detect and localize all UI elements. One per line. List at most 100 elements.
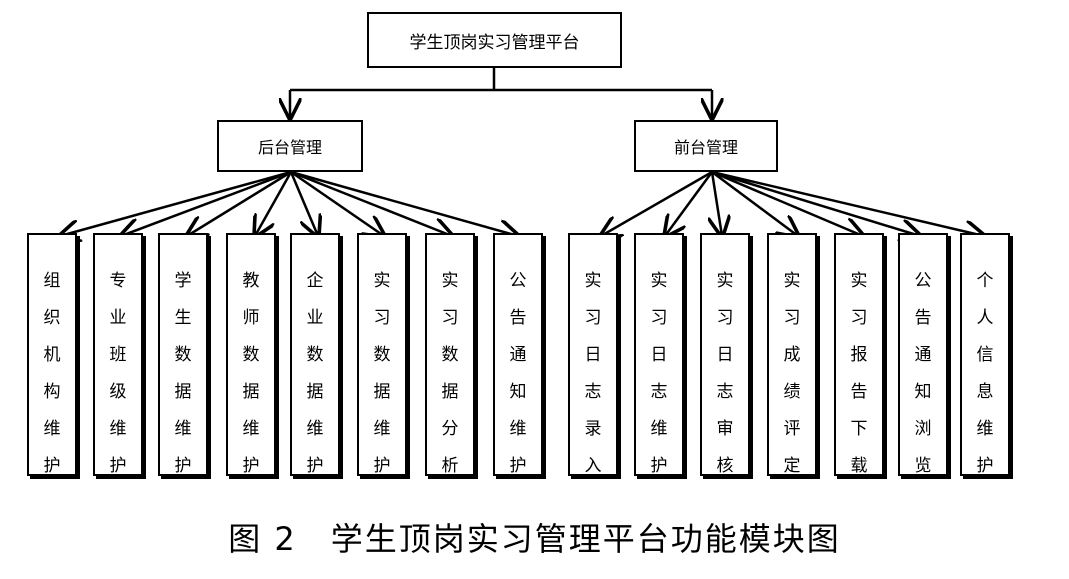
leaf-char: 习 bbox=[650, 308, 668, 328]
leaf-node: 实习数据分析 bbox=[425, 233, 475, 476]
leaf-char: 览 bbox=[914, 456, 932, 476]
connector-arrow bbox=[289, 171, 318, 236]
leaf-node: 教师数据维护 bbox=[226, 233, 276, 476]
leaf-char: 织 bbox=[43, 308, 61, 328]
leaf-node: 实习数据维护 bbox=[357, 233, 407, 476]
connector-arrow bbox=[290, 170, 384, 236]
leaf-char: 习 bbox=[783, 308, 801, 328]
leaf-char: 知 bbox=[914, 382, 932, 402]
leaf-node: 实习成绩评定 bbox=[767, 233, 817, 476]
connector-arrow bbox=[711, 170, 920, 236]
leaf-char: 析 bbox=[441, 456, 459, 476]
leaf-char: 数 bbox=[306, 345, 324, 365]
figure-caption: 图 2 学生顶岗实习管理平台功能模块图 bbox=[228, 520, 841, 558]
leaf-char: 实 bbox=[373, 271, 391, 291]
leaf-char: 知 bbox=[509, 382, 527, 402]
leaf-char: 载 bbox=[850, 456, 868, 476]
leaf-char: 教 bbox=[242, 271, 260, 291]
leaf-char: 习 bbox=[584, 308, 602, 328]
leaf-char: 护 bbox=[43, 456, 61, 476]
leaf-char: 护 bbox=[174, 456, 192, 476]
leaf-char: 日 bbox=[650, 345, 668, 365]
leaf-char: 公 bbox=[914, 271, 932, 291]
leaf-char: 护 bbox=[242, 456, 260, 476]
leaf-char: 企 bbox=[306, 271, 324, 291]
leaf-char: 据 bbox=[242, 382, 260, 402]
leaf-char: 人 bbox=[976, 308, 994, 328]
leaf-char: 机 bbox=[43, 345, 61, 365]
leaf-char: 报 bbox=[850, 345, 868, 365]
leaf-char: 业 bbox=[306, 308, 324, 328]
leaf-node: 企业数据维护 bbox=[290, 233, 340, 476]
leaf-node: 公告通知维护 bbox=[493, 233, 543, 476]
leaf-char: 日 bbox=[584, 345, 602, 365]
leaf-char: 实 bbox=[650, 271, 668, 291]
leaf-char: 分 bbox=[441, 419, 459, 439]
leaf-char: 据 bbox=[306, 382, 324, 402]
leaf-char: 告 bbox=[509, 308, 527, 328]
leaf-node: 实习日志录入 bbox=[568, 233, 618, 476]
leaf-char: 成 bbox=[783, 345, 801, 365]
leaf-char: 维 bbox=[43, 419, 61, 439]
branch-node-frontend: 前台管理 bbox=[634, 120, 778, 172]
leaf-char: 习 bbox=[441, 308, 459, 328]
connector-arrow bbox=[255, 171, 293, 236]
leaf-char: 维 bbox=[650, 419, 668, 439]
leaf-char: 维 bbox=[373, 419, 391, 439]
leaf-char: 维 bbox=[509, 419, 527, 439]
leaf-char: 通 bbox=[914, 345, 932, 365]
leaf-char: 学 bbox=[174, 271, 192, 291]
leaf-node: 实习日志审核 bbox=[700, 233, 750, 476]
leaf-char: 实 bbox=[783, 271, 801, 291]
leaf-char: 信 bbox=[976, 345, 994, 365]
connector-arrow bbox=[290, 170, 518, 236]
leaf-char: 师 bbox=[242, 308, 260, 328]
leaf-char: 志 bbox=[650, 382, 668, 402]
leaf-char: 习 bbox=[850, 308, 868, 328]
connector-arrow bbox=[60, 170, 292, 236]
leaf-char: 班 bbox=[109, 345, 127, 365]
leaf-char: 绩 bbox=[783, 382, 801, 402]
connector-arrow bbox=[121, 170, 292, 236]
leaf-char: 据 bbox=[373, 382, 391, 402]
leaf-char: 日 bbox=[716, 345, 734, 365]
leaf-char: 习 bbox=[373, 308, 391, 328]
leaf-node: 公告通知浏览 bbox=[898, 233, 948, 476]
leaf-char: 数 bbox=[441, 345, 459, 365]
connector-arrow bbox=[665, 171, 714, 236]
connector-arrow bbox=[187, 170, 292, 236]
leaf-char: 实 bbox=[716, 271, 734, 291]
connector-arrow bbox=[711, 170, 863, 236]
leaf-char: 护 bbox=[306, 456, 324, 476]
leaf-char: 数 bbox=[373, 345, 391, 365]
leaf-char: 入 bbox=[584, 456, 602, 476]
leaf-char: 志 bbox=[716, 382, 734, 402]
connector-arrow bbox=[712, 171, 722, 236]
connector-arrow bbox=[290, 170, 452, 236]
leaf-char: 构 bbox=[43, 382, 61, 402]
leaf-char: 志 bbox=[584, 382, 602, 402]
leaf-char: 息 bbox=[976, 382, 994, 402]
branch-node-label: 后台管理 bbox=[257, 138, 322, 157]
leaf-char: 据 bbox=[174, 382, 192, 402]
leaf-char: 维 bbox=[109, 419, 127, 439]
root-node-label: 学生顶岗实习管理平台 bbox=[409, 32, 580, 53]
leaf-char: 习 bbox=[716, 308, 734, 328]
leaf-char: 维 bbox=[242, 419, 260, 439]
leaf-char: 护 bbox=[509, 456, 527, 476]
leaf-char: 审 bbox=[716, 419, 734, 439]
leaf-char: 生 bbox=[174, 308, 192, 328]
leaf-node: 实习报告下载 bbox=[834, 233, 884, 476]
leaf-char: 护 bbox=[650, 456, 668, 476]
leaf-node: 个人信息维护 bbox=[960, 233, 1010, 476]
leaf-node: 专业班级维护 bbox=[93, 233, 143, 476]
connector-arrow bbox=[601, 170, 713, 236]
leaf-char: 维 bbox=[174, 419, 192, 439]
leaf-char: 核 bbox=[716, 456, 734, 476]
leaf-node: 组织机构维护 bbox=[27, 233, 77, 476]
leaf-char: 专 bbox=[109, 271, 127, 291]
leaf-char: 实 bbox=[584, 271, 602, 291]
leaf-char: 下 bbox=[850, 419, 868, 439]
